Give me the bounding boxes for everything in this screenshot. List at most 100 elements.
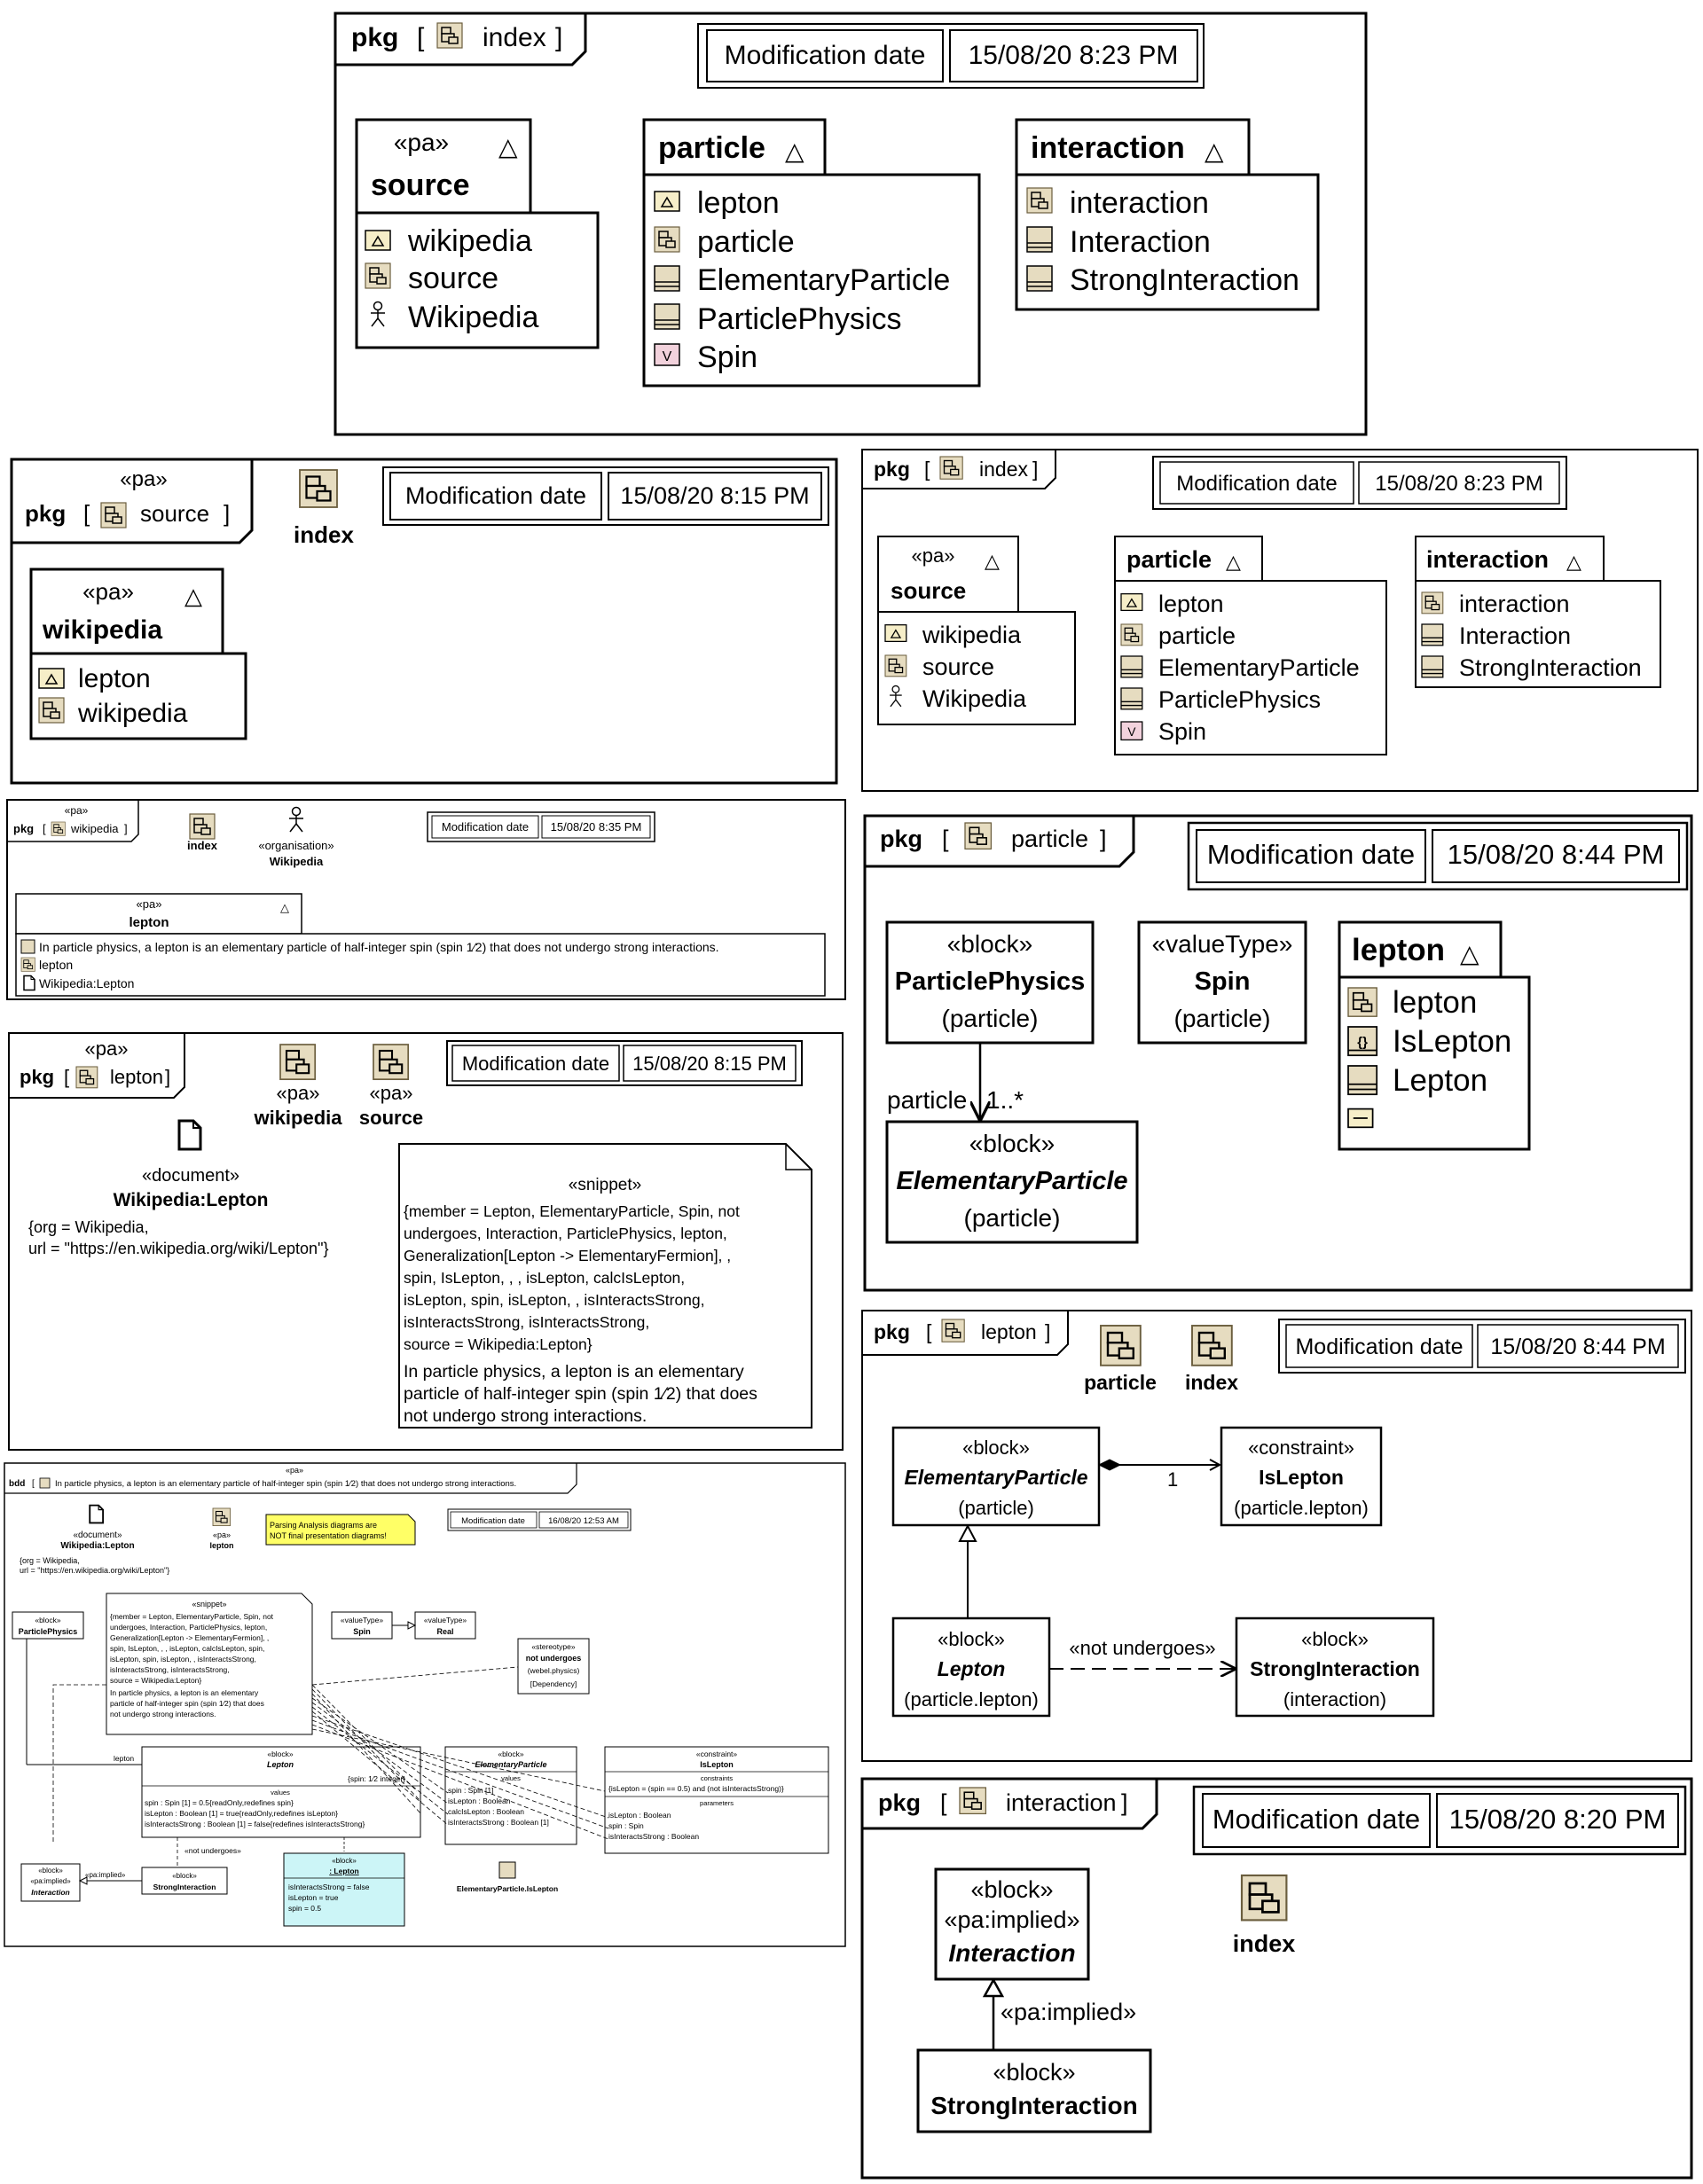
svg-text:StrongInteraction: StrongInteraction bbox=[1250, 1657, 1420, 1680]
svg-text:interaction: interaction bbox=[1006, 1789, 1117, 1816]
svg-text:lepton: lepton bbox=[129, 915, 169, 930]
svg-text:«valueType»: «valueType» bbox=[1152, 930, 1293, 958]
svg-text:«block»: «block» bbox=[332, 1857, 357, 1865]
svg-text:«pa»: «pa» bbox=[213, 1530, 231, 1539]
dependency-lines bbox=[52, 1666, 609, 1844]
constraint-icon bbox=[1347, 1026, 1378, 1057]
svg-text:«pa»: «pa» bbox=[912, 544, 955, 567]
list-item: StrongInteraction bbox=[1459, 654, 1642, 681]
svg-text:StrongInteraction: StrongInteraction bbox=[153, 1883, 216, 1891]
svg-text:[: [ bbox=[43, 822, 46, 835]
diagram-lepton-model: pkg [ lepton ] particle index Modificati… bbox=[861, 1310, 1692, 1762]
diagram-lepton-source: «pa» pkg [ lepton ] «pa» wikipedia «pa» … bbox=[8, 1032, 844, 1451]
svg-text:pkg: pkg bbox=[878, 1789, 921, 1816]
svg-text:[: [ bbox=[942, 826, 949, 852]
svg-text:{isLepton = (spin == 0.5) and: {isLepton = (spin == 0.5) and (not isInt… bbox=[608, 1784, 784, 1793]
list-item: ElementaryParticle bbox=[697, 263, 950, 297]
svg-text:spin, IsLepton, , , isLepton,: spin, IsLepton, , , isLepton, calcIsLept… bbox=[110, 1644, 264, 1653]
svg-text:Modification date: Modification date bbox=[462, 1053, 609, 1075]
block-icon bbox=[654, 303, 680, 330]
svg-text:isInteractsStrong : Boolean: isInteractsStrong : Boolean bbox=[608, 1832, 699, 1841]
svg-text:15/08/20 8:44 PM: 15/08/20 8:44 PM bbox=[1448, 839, 1665, 870]
svg-text:Lepton: Lepton bbox=[938, 1657, 1006, 1680]
svg-text:«block»: «block» bbox=[1301, 1628, 1369, 1650]
svg-text:constraints: constraints bbox=[701, 1774, 734, 1782]
svg-text:Modification date: Modification date bbox=[442, 820, 529, 834]
svg-text:(interaction): (interaction) bbox=[1283, 1688, 1386, 1710]
svg-text:isLepton, spin, isLepton, , is: isLepton, spin, isLepton, , isInteractsS… bbox=[404, 1291, 705, 1309]
svg-text:Interaction: Interaction bbox=[948, 1939, 1075, 1967]
svg-text:«pa»: «pa» bbox=[137, 897, 162, 911]
svg-text:wikipedia: wikipedia bbox=[253, 1107, 342, 1129]
svg-text:isLepton : Boolean: isLepton : Boolean bbox=[608, 1811, 671, 1820]
svg-text:«block»: «block» bbox=[267, 1750, 294, 1758]
diagram-interaction: pkg [ interaction ] Modification date 15… bbox=[860, 1777, 1693, 2180]
svg-text:isInteractsStrong, isInteracts: isInteractsStrong, isInteractsStrong, bbox=[404, 1313, 649, 1331]
modification-date: 15/08/20 8:15 PM bbox=[620, 482, 809, 509]
block-icon bbox=[1026, 265, 1053, 292]
svg-text:[: [ bbox=[924, 458, 930, 481]
svg-text:source: source bbox=[891, 577, 966, 604]
svg-text:calcIsLepton : Boolean: calcIsLepton : Boolean bbox=[448, 1807, 524, 1816]
frame-name: index bbox=[483, 23, 546, 52]
svg-text:not undergo strong interaction: not undergo strong interactions. bbox=[110, 1710, 216, 1718]
value-type-icon bbox=[654, 343, 680, 366]
svg-text:{org = Wikipedia,: {org = Wikipedia, bbox=[28, 1218, 149, 1236]
svg-text:«pa»: «pa» bbox=[286, 1466, 303, 1475]
svg-text:Modification date: Modification date bbox=[1213, 1804, 1420, 1835]
svg-text:spin : Spin: spin : Spin bbox=[608, 1821, 644, 1830]
svg-text:{spin: 1⁄2 integer}: {spin: 1⁄2 integer} bbox=[348, 1774, 405, 1783]
svg-text:]: ] bbox=[124, 822, 128, 835]
diagram-index-small: pkg [ index ] Modification date 15/08/20… bbox=[861, 449, 1699, 792]
svg-text:«block»: «block» bbox=[969, 1130, 1056, 1157]
svg-text:«pa:implied»: «pa:implied» bbox=[30, 1877, 71, 1885]
svg-text:ElementaryParticle: ElementaryParticle bbox=[904, 1466, 1087, 1489]
svg-text:Real: Real bbox=[436, 1627, 453, 1636]
modification-label: Modification date bbox=[725, 41, 926, 70]
svg-text:«pa»: «pa» bbox=[277, 1082, 320, 1104]
svg-text:«pa»: «pa» bbox=[370, 1082, 413, 1104]
list-item: Interaction bbox=[1459, 622, 1571, 649]
svg-text:«block»: «block» bbox=[970, 1876, 1053, 1903]
svg-text:pkg: pkg bbox=[13, 822, 34, 835]
frame-name: source bbox=[140, 500, 209, 527]
svg-text:ParticlePhysics: ParticlePhysics bbox=[19, 1627, 78, 1636]
list-item: Spin bbox=[697, 341, 757, 374]
list-item: lepton bbox=[39, 958, 73, 972]
svg-text:spin : Spin [1] = 0.5{readOnly: spin : Spin [1] = 0.5{readOnly,redefines… bbox=[145, 1798, 294, 1807]
svg-text:{org = Wikipedia,: {org = Wikipedia, bbox=[20, 1556, 80, 1565]
svg-text:Spin: Spin bbox=[353, 1627, 371, 1636]
svg-text:Spin: Spin bbox=[1195, 967, 1251, 996]
svg-text:lepton: lepton bbox=[981, 1320, 1037, 1343]
block-icon bbox=[1026, 226, 1053, 253]
svg-text:isInteractsStrong = false: isInteractsStrong = false bbox=[288, 1883, 370, 1891]
list-item: lepton bbox=[78, 664, 151, 693]
svg-text:lepton: lepton bbox=[110, 1066, 163, 1088]
svg-text:isLepton : Boolean [1] = true{: isLepton : Boolean [1] = true{readOnly,r… bbox=[145, 1809, 338, 1818]
svg-text:«block»: «block» bbox=[35, 1616, 61, 1624]
frame-kind: pkg bbox=[351, 23, 398, 52]
svg-text:△: △ bbox=[985, 550, 1000, 572]
svg-text:NOT final presentation diagram: NOT final presentation diagrams! bbox=[270, 1531, 387, 1540]
svg-text:(particle.lepton): (particle.lepton) bbox=[904, 1688, 1039, 1710]
list-item: ParticlePhysics bbox=[697, 302, 902, 336]
svg-text:isInteractsStrong : Boolean [1: isInteractsStrong : Boolean [1] = false{… bbox=[145, 1820, 365, 1828]
svg-text:pkg: pkg bbox=[874, 458, 910, 481]
generalization-label: «pa:implied» bbox=[1001, 1999, 1136, 2025]
svg-text:ElementaryParticle.IsLepton: ElementaryParticle.IsLepton bbox=[457, 1884, 558, 1893]
list-item: ElementaryParticle bbox=[1158, 654, 1360, 681]
svg-text:15/08/20 8:23 PM: 15/08/20 8:23 PM bbox=[1375, 472, 1542, 496]
svg-text:△: △ bbox=[1226, 551, 1241, 573]
svg-text:source: source bbox=[359, 1107, 423, 1129]
svg-text:pkg: pkg bbox=[874, 1320, 910, 1343]
svg-text:«organisation»: «organisation» bbox=[258, 839, 334, 852]
svg-text:ParticlePhysics: ParticlePhysics bbox=[895, 967, 1085, 996]
svg-text:wikipedia: wikipedia bbox=[70, 822, 119, 835]
svg-text:15/08/20 8:15 PM: 15/08/20 8:15 PM bbox=[632, 1053, 787, 1075]
svg-text:«pa»: «pa» bbox=[82, 578, 134, 605]
svg-text:source = Wikipedia:Lepton}: source = Wikipedia:Lepton} bbox=[110, 1676, 201, 1685]
triangle-icon: △ bbox=[1205, 137, 1224, 165]
list-item: Interaction bbox=[1070, 225, 1211, 259]
diagram-bdd-lepton: «pa» bdd [ In particle physics, a lepton… bbox=[4, 1462, 846, 1947]
svg-text:not undergoes: not undergoes bbox=[526, 1654, 582, 1663]
